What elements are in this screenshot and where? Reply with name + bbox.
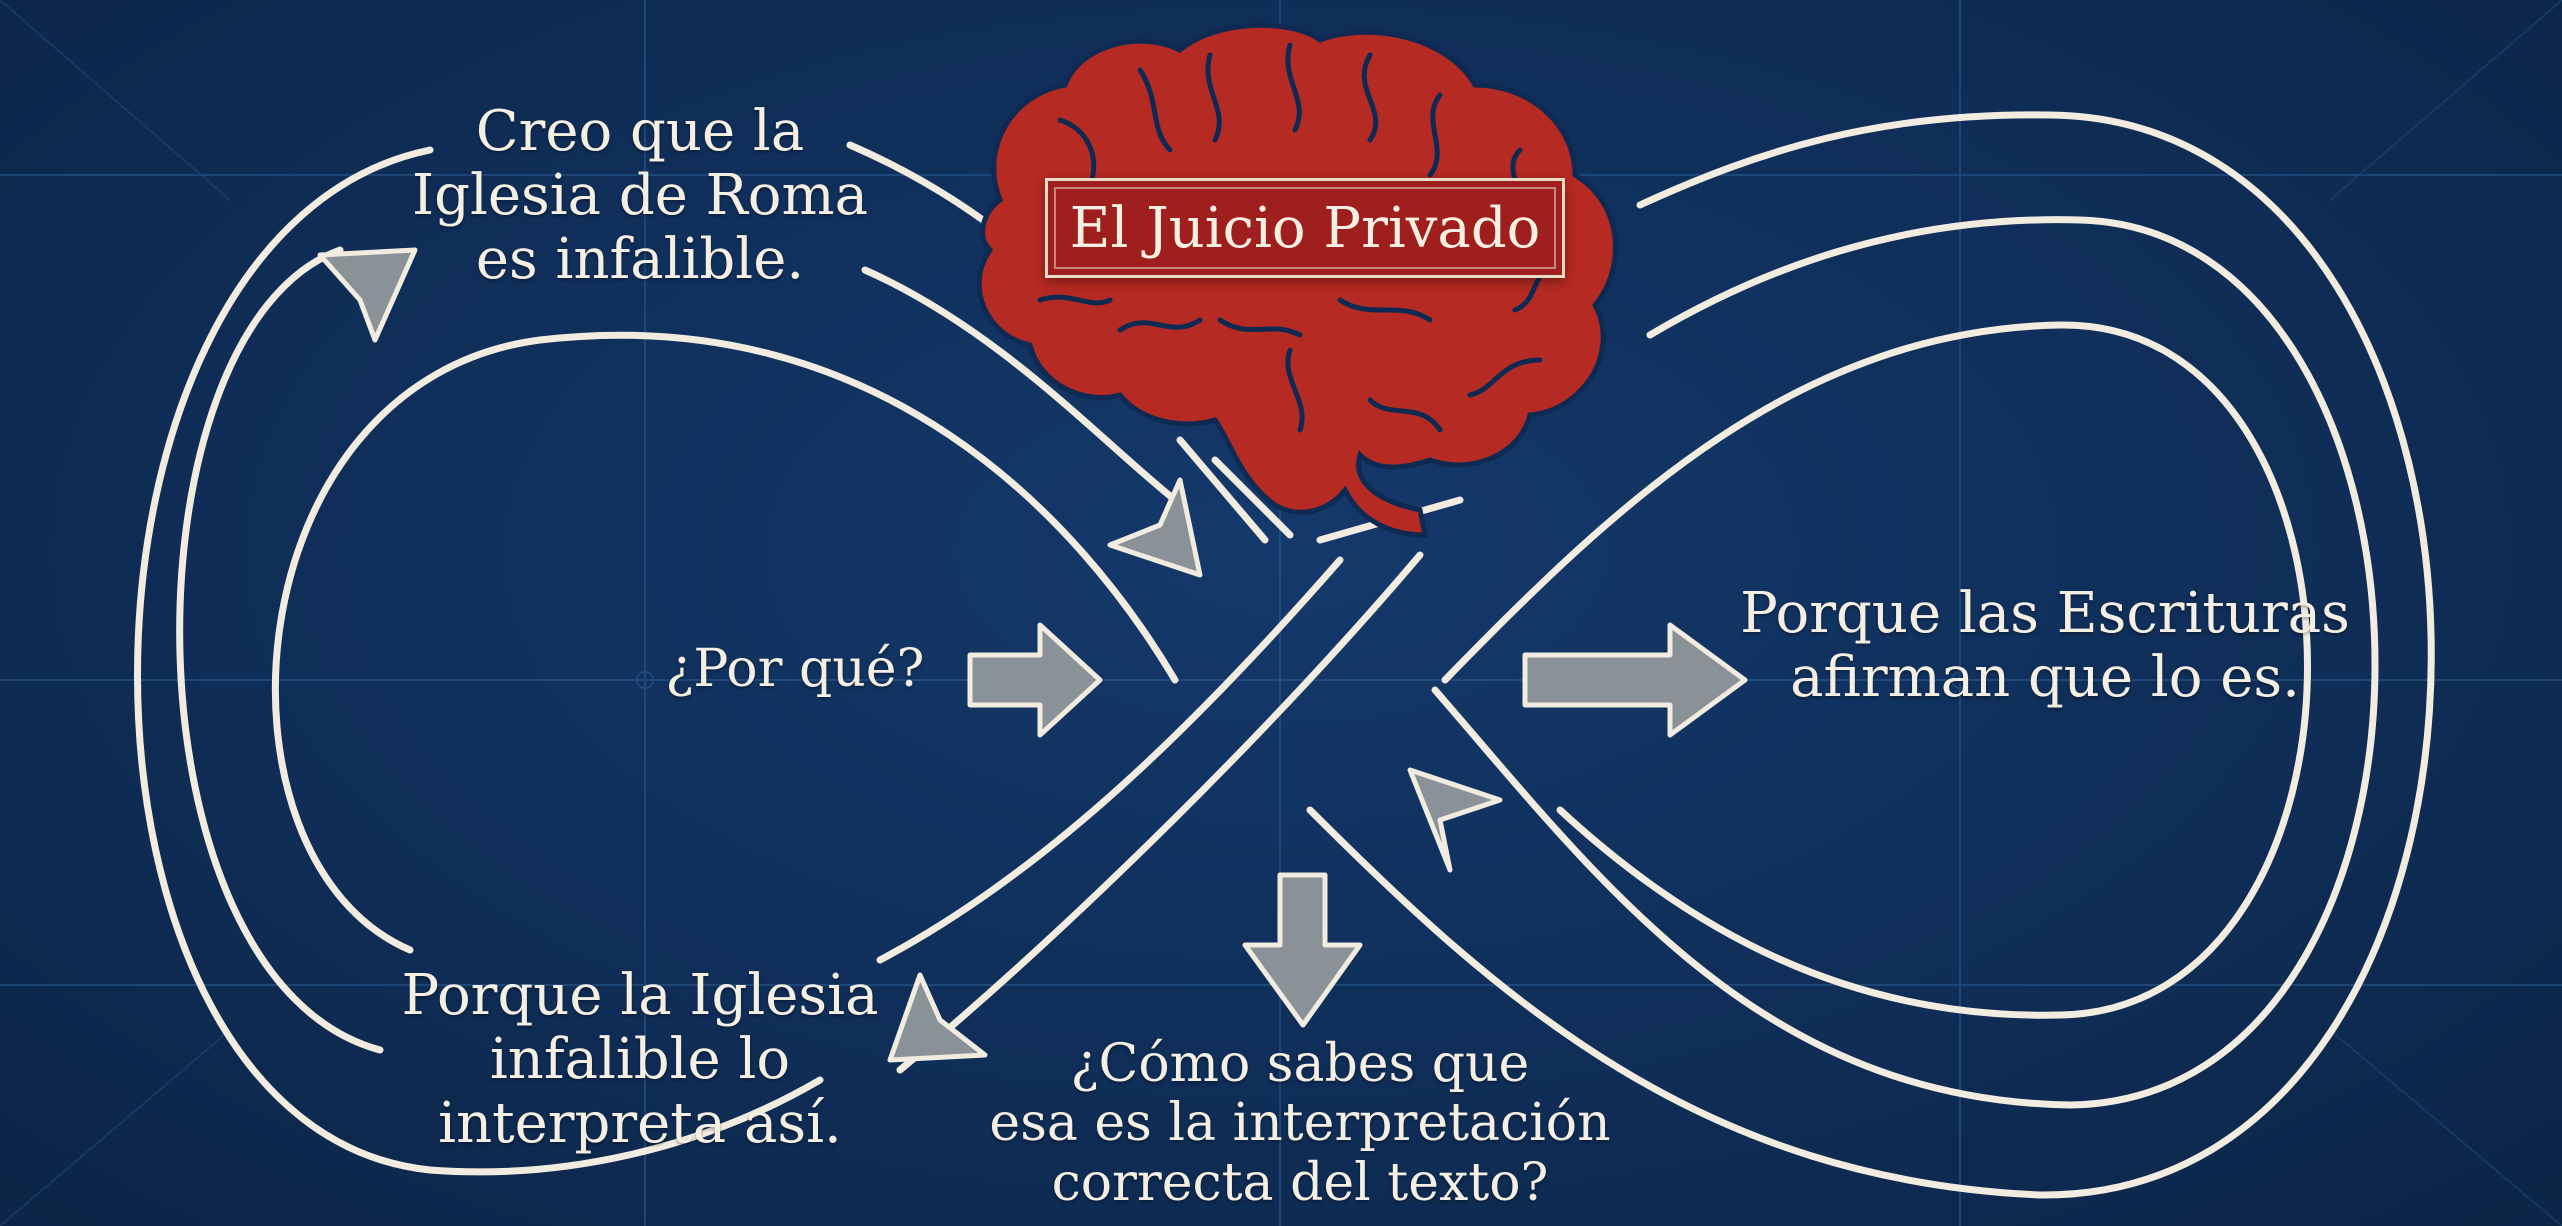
node-bottom-label: ¿Cómo sabes que esa es la interpretación…	[989, 1034, 1611, 1213]
cross-track-c	[1211, 456, 1294, 539]
diagram-title-box: El Juicio Privado	[1045, 178, 1565, 278]
cross-track-b	[861, 266, 1179, 504]
left-lobe-inner-track-2	[876, 556, 1344, 964]
brain-icon	[976, 22, 1618, 538]
node-top-left-label: Creo que la Iglesia de Roma es infalible…	[411, 99, 868, 292]
cross-track-f	[896, 551, 1424, 1074]
cross-track-d	[1306, 111, 2435, 1199]
left-lobe-middle-track	[176, 246, 384, 1054]
diagram-title: El Juicio Privado	[1069, 195, 1541, 261]
arrow-down-icon	[1242, 872, 1363, 1028]
arrow-up-right-icon	[317, 247, 418, 343]
arrow-up-left-icon	[1407, 767, 1503, 873]
arrow-right-question-icon	[967, 622, 1103, 738]
arrow-down-right-icon	[1107, 477, 1203, 578]
node-question-label: ¿Por qué?	[665, 639, 925, 699]
flow-arrows	[317, 247, 1748, 1063]
node-bottom-left-label: Porque la Iglesia infalible lo interpret…	[401, 963, 879, 1156]
left-lobe-inner-track	[272, 331, 1179, 954]
cross-track-h	[1176, 436, 1269, 544]
left-lobe-outer-track	[134, 146, 824, 1176]
arrow-down-left-icon	[887, 972, 988, 1063]
cross-track-e	[1431, 216, 2379, 1109]
arrow-right-scriptures-icon	[1522, 622, 1748, 738]
cross-track-g	[1441, 321, 2311, 1019]
node-right-label: Porque las Escrituras afirman que lo es.	[1740, 581, 2350, 710]
